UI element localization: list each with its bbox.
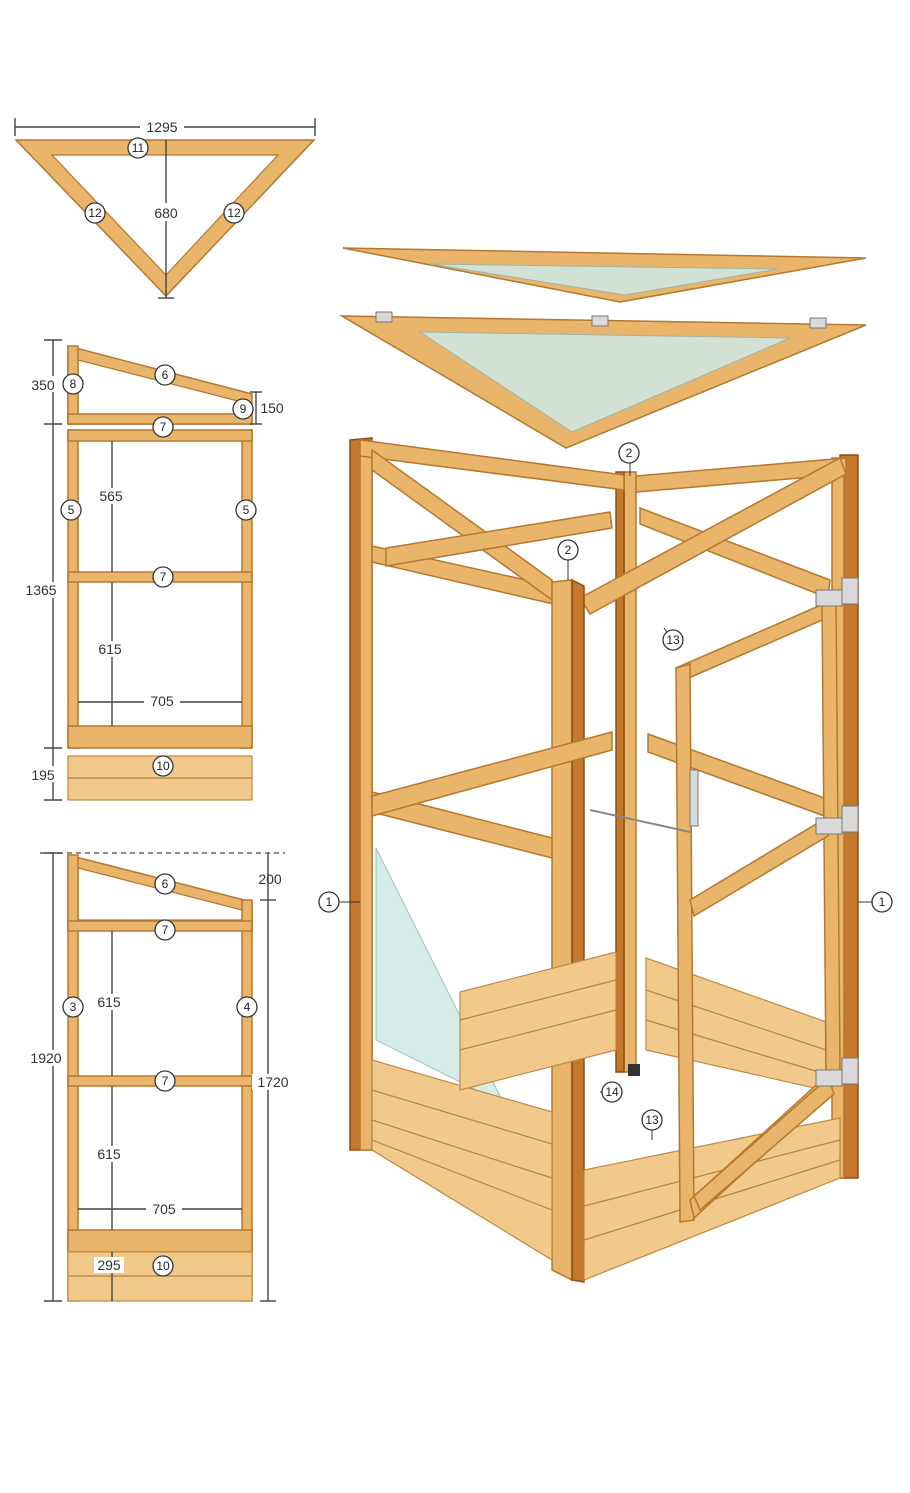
dim-label: 615 [97,1146,121,1162]
part-callout: 10 [152,1255,174,1277]
part-callout: 1 [318,891,340,913]
part-callout: 7 [154,1070,176,1092]
svg-text:7: 7 [162,923,169,937]
svg-text:7: 7 [162,1074,169,1088]
svg-text:7: 7 [160,420,167,434]
svg-text:6: 6 [162,877,169,891]
dim-label: 705 [150,693,174,709]
side-view-a: 350 150 565 1365 615 705 195 8 6 9 7 5 5… [22,339,284,801]
part-callout: 14 [601,1081,623,1103]
part-callout: 6 [154,873,176,895]
svg-text:13: 13 [645,1113,659,1127]
svg-text:11: 11 [132,141,145,155]
triangle-height-dim: 680 [154,205,178,221]
part-callout: 5 [235,499,257,521]
part-callout: 10 [152,755,174,777]
assembly-view: 2 2 13 1 1 14 13 [318,247,893,1283]
triangle-view: 1295 680 11 12 12 [14,117,316,299]
part-callout: 12 [84,202,106,224]
part-callout: 9 [232,398,254,420]
svg-text:7: 7 [160,570,167,584]
dim-label: 350 [31,377,55,393]
svg-text:14: 14 [605,1085,619,1099]
part-callout: 4 [236,996,258,1018]
svg-text:1: 1 [326,895,333,909]
svg-text:5: 5 [243,503,250,517]
svg-text:12: 12 [88,206,102,220]
dim-label: 1720 [257,1074,288,1090]
dim-label: 565 [99,488,123,504]
dim-label: 1365 [25,582,56,598]
part-callout: 1 [871,891,893,913]
dim-label: 705 [152,1201,176,1217]
part-callout: 7 [152,566,174,588]
dim-label: 150 [260,400,284,416]
svg-text:10: 10 [156,759,170,773]
svg-text:9: 9 [240,402,247,416]
part-callout: 2 [557,539,579,561]
part-callout: 11 [127,137,149,159]
part-callout: 13 [641,1109,663,1131]
svg-text:8: 8 [70,377,77,391]
part-callout: 8 [62,373,84,395]
part-callout: 13 [662,629,684,651]
dim-label: 1920 [30,1050,61,1066]
svg-text:2: 2 [565,543,572,557]
part-callout: 12 [223,202,245,224]
part-callout: 7 [152,416,174,438]
dim-label: 295 [97,1257,121,1273]
svg-text:5: 5 [68,503,75,517]
dim-label: 615 [98,641,122,657]
part-callout: 3 [62,996,84,1018]
dim-label: 615 [97,994,121,1010]
part-callout: 6 [154,364,176,386]
side-view-b: 200 615 1920 1720 615 705 295 6 7 3 4 7 … [26,852,292,1302]
dim-label: 200 [258,871,282,887]
part-callout: 2 [618,442,640,464]
svg-text:1: 1 [879,895,886,909]
svg-text:3: 3 [70,1000,77,1014]
svg-text:2: 2 [626,446,633,460]
svg-text:12: 12 [227,206,241,220]
svg-text:4: 4 [244,1000,251,1014]
dim-label: 195 [31,767,55,783]
part-callout: 7 [154,919,176,941]
svg-text:13: 13 [666,633,680,647]
triangle-width-dim: 1295 [146,119,177,135]
svg-text:6: 6 [162,368,169,382]
part-callout: 5 [60,499,82,521]
svg-text:10: 10 [156,1259,170,1273]
